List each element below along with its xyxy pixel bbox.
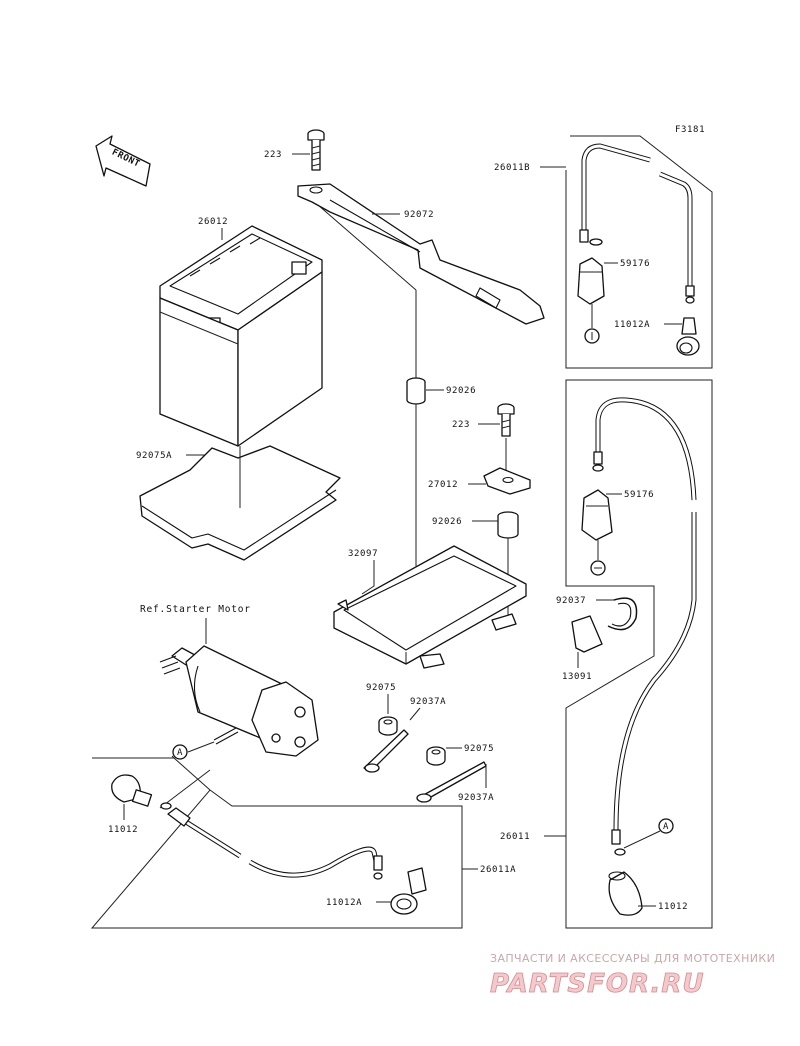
label-92037A-b: 92037A — [458, 793, 494, 803]
starter-motor — [159, 645, 319, 757]
label-26012: 26012 — [198, 217, 228, 227]
marker-a-right-text: A — [663, 822, 669, 832]
tray-32097 — [333, 545, 527, 669]
watermark-brand: PARTSFOR.RU — [490, 969, 704, 999]
label-26011B: 26011B — [494, 163, 530, 173]
figure-code: F3181 — [675, 125, 705, 135]
label-11012-left: 11012 — [108, 825, 138, 835]
label-92075-b: 92075 — [464, 744, 494, 754]
label-223-mid: 223 — [452, 420, 470, 430]
label-27012: 27012 — [428, 480, 458, 490]
battery-26012 — [159, 225, 323, 447]
cap-11012A-bottom — [390, 867, 427, 915]
label-11012A-top: 11012A — [614, 320, 650, 330]
label-92037A-a: 92037A — [410, 697, 446, 707]
label-13091: 13091 — [562, 672, 592, 682]
bolt-223-mid — [497, 403, 515, 437]
grommet-92075-a — [378, 716, 398, 736]
label-92072: 92072 — [404, 210, 434, 220]
label-26011: 26011 — [500, 832, 530, 842]
grommet-92075-b — [426, 746, 446, 766]
label-59176-mid: 59176 — [624, 490, 654, 500]
tie-92037A-a — [363, 729, 409, 773]
label-26011A: 26011A — [480, 865, 516, 875]
clip-92037 — [607, 597, 638, 631]
marker-a-left — [172, 744, 188, 760]
label-223-top: 223 — [264, 150, 282, 160]
cable-26011A — [160, 802, 383, 880]
boot-59176-mid — [581, 489, 613, 541]
clamp-27012 — [483, 467, 531, 495]
bolt-223-top — [307, 129, 325, 171]
label-92026-mid: 92026 — [432, 517, 462, 527]
tie-92037A-b — [416, 761, 487, 803]
stud-bolt — [213, 727, 239, 745]
cap-11012A-top — [676, 317, 700, 356]
cap-11012-right — [608, 871, 643, 916]
label-92075A: 92075A — [136, 451, 172, 461]
watermark-tagline: ЗАПЧАСТИ И АКСЕССУАРЫ ДЛЯ МОТОТЕХНИКИ — [490, 952, 775, 965]
front-arrow-icon: FRONT — [95, 135, 151, 187]
label-32097: 32097 — [348, 549, 378, 559]
cable-26011B — [579, 143, 695, 304]
label-92026-top: 92026 — [446, 386, 476, 396]
cap-11012-left — [111, 774, 153, 807]
cover-13091 — [571, 615, 603, 653]
label-11012A-bottom: 11012A — [326, 898, 362, 908]
marker-a-right — [658, 818, 674, 834]
label-92037: 92037 — [556, 596, 586, 606]
reference-label: Ref.Starter Motor — [140, 604, 251, 615]
collar-92026-mid — [497, 511, 519, 539]
label-92075-a: 92075 — [366, 683, 396, 693]
label-59176-top: 59176 — [620, 259, 650, 269]
label-11012-right: 11012 — [658, 902, 688, 912]
cable-26011 — [592, 397, 697, 856]
marker-a-left-text: A — [177, 748, 183, 758]
bracket-92072 — [297, 183, 545, 325]
collar-92026-top — [406, 377, 426, 405]
boot-59176-top — [577, 257, 605, 305]
